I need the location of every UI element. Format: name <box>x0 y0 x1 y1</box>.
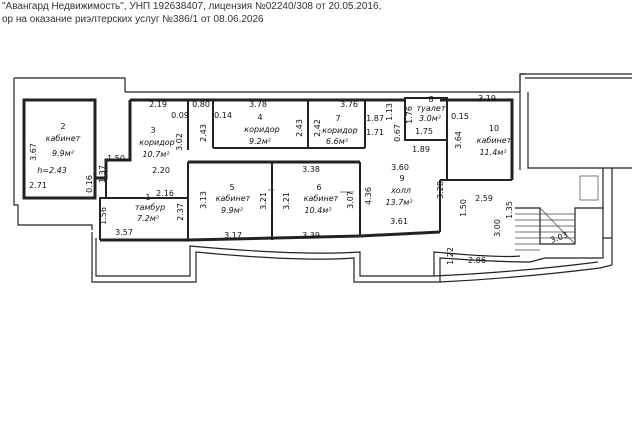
room-2-area: 9.9м² <box>52 149 75 158</box>
room-3-number: 3 <box>150 126 155 135</box>
room-8-number: 8 <box>428 95 433 104</box>
dim-3-00: 3.00 <box>493 219 502 237</box>
document-header: "Авангард Недвижимость", УНП 192638407, … <box>0 0 632 26</box>
dim-2-42: 2.42 <box>313 119 322 137</box>
dim-2-16: 2.16 <box>156 189 174 198</box>
dim-3-61: 3.61 <box>390 217 408 226</box>
ceiling-height: h=2.43 <box>37 166 67 175</box>
room-6-number: 6 <box>316 183 321 192</box>
dim-1-87: 1.87 <box>366 114 384 123</box>
room-7-area: 6.6м² <box>326 137 349 146</box>
room-9-area: 13.7м² <box>385 198 413 207</box>
interior-walls <box>22 97 514 242</box>
dim-3-76: 3.76 <box>340 100 358 109</box>
dim-3-19: 3.19 <box>478 94 496 103</box>
dim-3-28: 3.28 <box>436 181 445 199</box>
dimension-labels: 3.67 2.71 0.16 1.37 1.50 2.19 0.09 3.02 … <box>29 94 569 265</box>
room-3-area: 10.7м² <box>142 150 170 159</box>
dim-0-80: 0.80 <box>192 100 210 109</box>
room-9-name: холл <box>390 186 411 195</box>
dim-1-89: 1.89 <box>412 145 430 154</box>
dim-1-35: 1.35 <box>505 201 514 219</box>
room-10-number: 10 <box>489 124 499 133</box>
room-5-area: 9.9м² <box>221 206 244 215</box>
room-8-area: 3.0м² <box>419 114 442 123</box>
dim-0-16: 0.16 <box>85 175 94 193</box>
dim-2-59: 2.59 <box>475 194 493 203</box>
outer-walls <box>13 73 632 283</box>
dim-3-60: 3.60 <box>391 163 409 172</box>
room-5-name: кабинет <box>216 194 251 203</box>
dim-3-02: 3.02 <box>175 133 184 151</box>
room-7-name: коридор <box>322 126 358 135</box>
room-8-name: туалет <box>417 104 446 113</box>
dim-1-50-right: 1.50 <box>459 199 468 217</box>
dim-4-36: 4.36 <box>364 187 373 205</box>
header-line-1: "Авангард Недвижимость", УНП 192638407, … <box>2 1 382 12</box>
room-labels: 2 кабинет 9.9м² h=2.43 3 коридор 10.7м² … <box>37 95 511 223</box>
room-4-name: коридор <box>244 125 280 134</box>
dim-1-13: 1.13 <box>385 103 394 121</box>
room-6-name: кабинет <box>304 194 339 203</box>
header-line-2: ор на оказание риэлтерских услуг №386/1 … <box>2 14 264 25</box>
dim-3-78: 3.78 <box>249 100 267 109</box>
room-7-number: 7 <box>335 114 340 123</box>
dim-1-71: 1.71 <box>366 128 384 137</box>
room-1-name: тамбур <box>135 203 165 212</box>
dim-1-37: 1.37 <box>98 165 107 183</box>
dim-2-20: 2.20 <box>152 166 170 175</box>
room-2-number: 2 <box>60 122 65 131</box>
dim-1-75: 1.75 <box>415 127 433 136</box>
dim-3-17: 3.17 <box>224 231 242 240</box>
dim-2-71: 2.71 <box>29 181 47 190</box>
room-6-area: 10.4м² <box>304 206 332 215</box>
dim-0-67: 0.67 <box>393 124 402 142</box>
dim-3-13: 3.13 <box>199 191 208 209</box>
dim-3-57: 3.57 <box>115 228 133 237</box>
room-5-number: 5 <box>229 183 234 192</box>
dim-3-03: 3.03 <box>549 230 569 245</box>
dim-2-19: 2.19 <box>149 100 167 109</box>
room-10-area: 11.4м² <box>479 148 507 157</box>
staircase <box>515 175 603 251</box>
dim-0-15: 0.15 <box>451 112 469 121</box>
room-1-area: 7.2м² <box>137 214 160 223</box>
room-4-area: 9.2м² <box>249 137 272 146</box>
dim-3-39: 3.39 <box>302 231 320 240</box>
dim-1-56: 1.56 <box>99 207 108 225</box>
dim-2-43-left: 2.43 <box>199 124 208 142</box>
room-3-name: коридор <box>139 138 175 147</box>
dim-0-14: 0.14 <box>214 111 232 120</box>
dim-0-09: 0.09 <box>171 111 189 120</box>
dim-3-64: 3.64 <box>454 131 463 149</box>
room-9-number: 9 <box>399 174 404 183</box>
dim-2-86: 2.86 <box>468 256 486 265</box>
dim-3-07: 3.07 <box>346 191 355 209</box>
room-10-name: кабинет <box>477 136 512 145</box>
dim-1-22: 1.22 <box>446 247 455 265</box>
dim-1-50: 1.50 <box>107 154 125 163</box>
room-1-number: 1 <box>145 193 150 202</box>
dim-1-76: 1.76 <box>405 106 414 124</box>
room-2-name: кабинет <box>46 134 81 143</box>
room-4-number: 4 <box>257 113 262 122</box>
dim-3-21-left: 3.21 <box>259 192 268 210</box>
dim-3-67: 3.67 <box>29 143 38 161</box>
dim-2-43-right: 2.43 <box>295 119 304 137</box>
dim-2-37: 2.37 <box>176 203 185 221</box>
dim-3-38: 3.38 <box>302 165 320 174</box>
dim-3-21-right: 3.21 <box>282 192 291 210</box>
